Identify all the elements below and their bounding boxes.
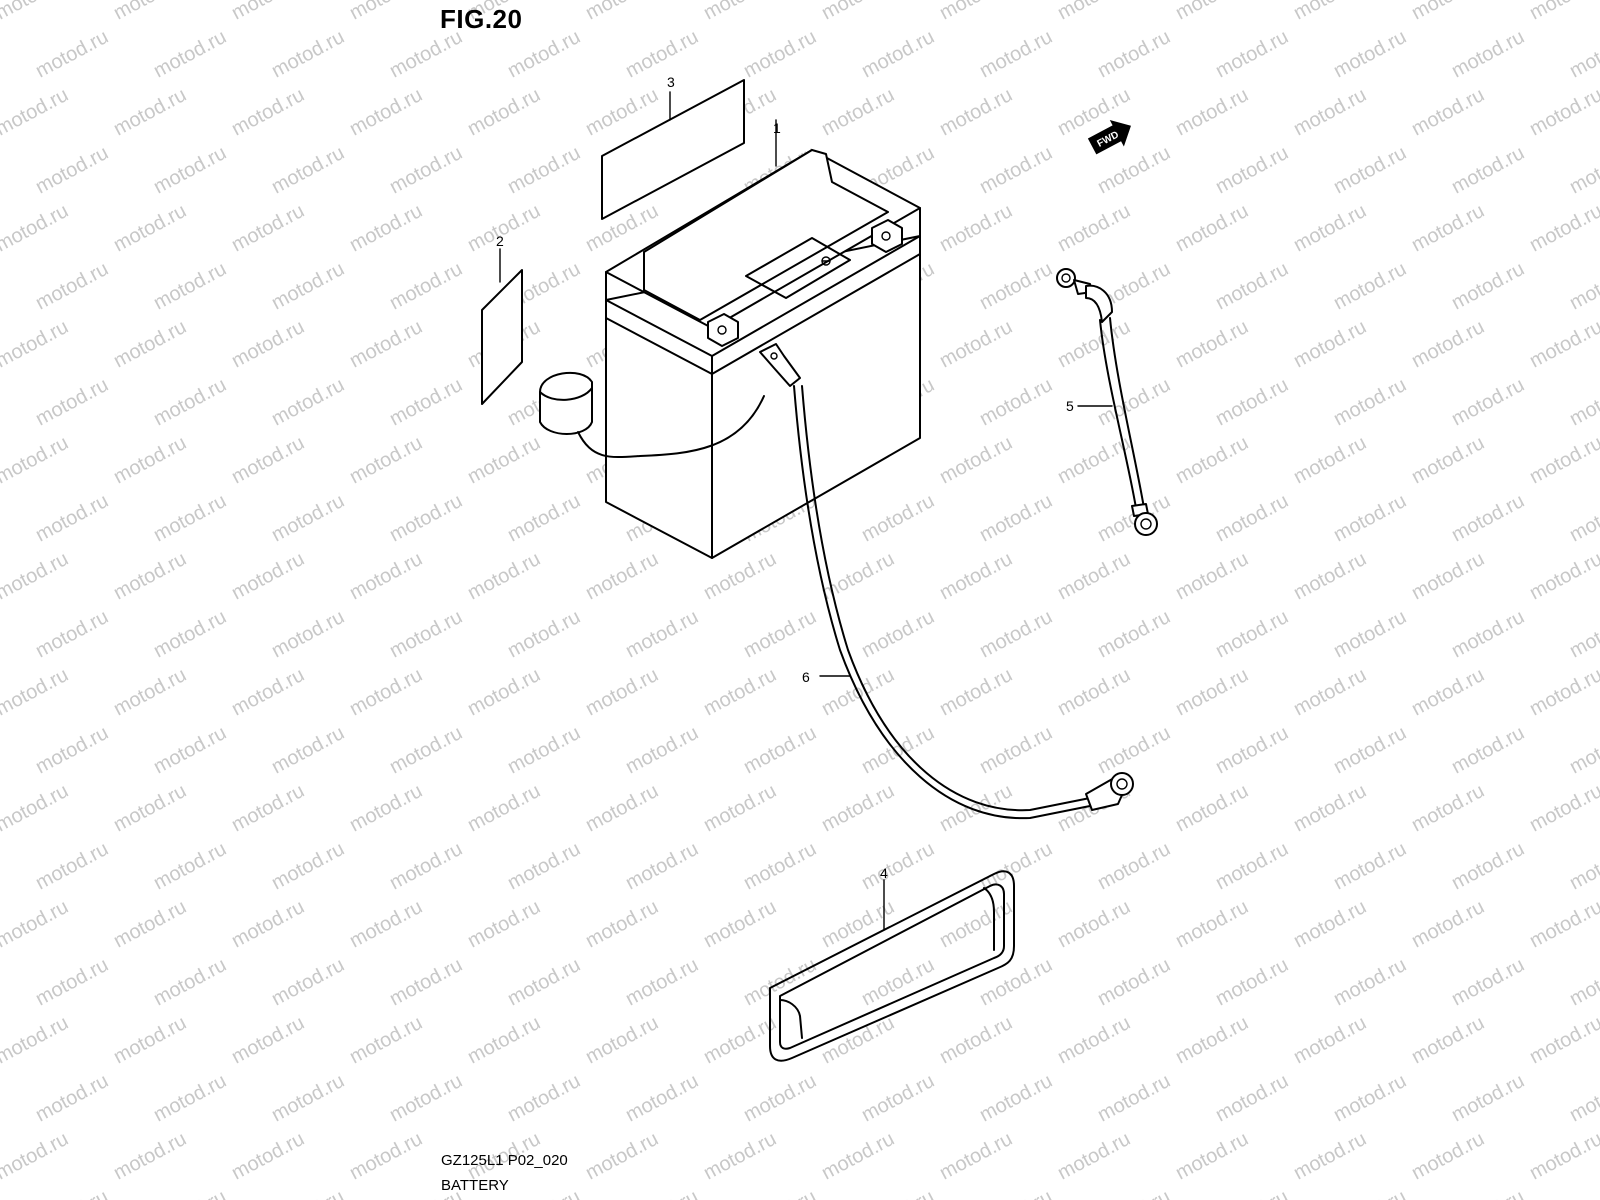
terminal-negative: [707, 313, 739, 347]
callout-6: 6: [802, 669, 810, 685]
terminal-positive: [871, 219, 903, 253]
vent-cap: [539, 371, 765, 459]
callout-4: 4: [880, 865, 888, 881]
callout-1: 1: [773, 120, 781, 136]
fwd-direction-badge: FWD: [1087, 120, 1131, 155]
part-4-battery-band: [769, 870, 1015, 1062]
figure-code: GZ125L1 P02_020: [441, 1152, 568, 1169]
figure-name: BATTERY: [441, 1177, 509, 1194]
callout-3: 3: [667, 74, 675, 90]
figure-title: FIG.20: [440, 4, 523, 34]
callout-5: 5: [1066, 398, 1074, 414]
part-3-top-label: [601, 79, 745, 220]
part-6-negative-cable: [759, 343, 1134, 820]
part-5-positive-cable: [1056, 268, 1158, 536]
callout-2: 2: [496, 233, 504, 249]
part-2-side-label: [481, 248, 523, 405]
